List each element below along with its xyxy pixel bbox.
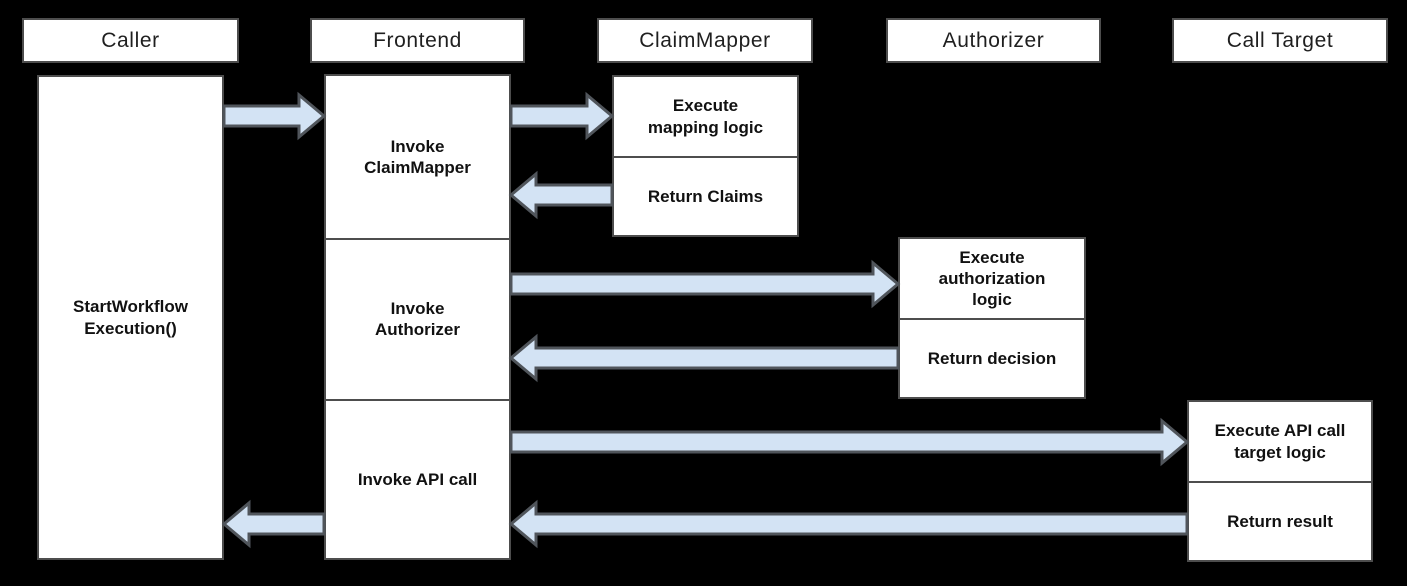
step-execute-api-call-target-logic: Execute API call target logic [1214,421,1346,462]
activation-claimmapper: Execute mapping logic Return Claims [612,75,799,237]
activation-frontend: Invoke ClaimMapper Invoke Authorizer Inv… [324,74,511,560]
lifeline-header-calltarget: Call Target [1172,18,1388,63]
arrow-frontend-to-calltarget-icon [509,417,1190,467]
lifeline-label-caller: Caller [101,28,160,52]
step-return-decision: Return decision [900,318,1084,397]
arrow-frontend-return-to-caller-icon [221,499,326,549]
lifeline-label-frontend: Frontend [373,28,462,52]
lifeline-label-calltarget: Call Target [1226,28,1334,52]
step-invoke-api-call: Invoke API call [326,398,509,559]
step-execute-authorization-logic: Execute authorization logic [938,247,1046,310]
arrow-frontend-to-claimmapper-icon [509,91,615,141]
activation-caller: StartWorkflow Execution() [37,75,224,560]
lifeline-label-claimmapper: ClaimMapper [639,28,771,52]
arrow-claimmapper-return-claims-icon [508,170,614,220]
lifeline-header-claimmapper: ClaimMapper [597,18,813,63]
step-invoke-authorizer: Invoke Authorizer [326,237,509,399]
activation-authorizer: Execute authorization logic Return decis… [898,237,1086,399]
step-return-result: Return result [1189,481,1371,560]
lifeline-header-authorizer: Authorizer [886,18,1101,63]
arrow-frontend-to-authorizer-icon [509,259,901,309]
arrow-caller-to-frontend-icon [222,91,327,141]
activation-calltarget: Execute API call target logic Return res… [1187,400,1373,562]
lifeline-header-frontend: Frontend [310,18,525,63]
step-invoke-claimmapper: Invoke ClaimMapper [364,136,471,177]
arrow-authorizer-return-decision-icon [508,333,900,383]
step-return-claims: Return Claims [614,156,797,235]
step-startworkflowexecution: StartWorkflow Execution() [73,297,188,338]
step-execute-mapping-logic: Execute mapping logic [647,96,764,137]
lifeline-label-authorizer: Authorizer [942,28,1045,52]
arrow-calltarget-return-result-icon [508,499,1189,549]
lifeline-header-caller: Caller [22,18,239,63]
